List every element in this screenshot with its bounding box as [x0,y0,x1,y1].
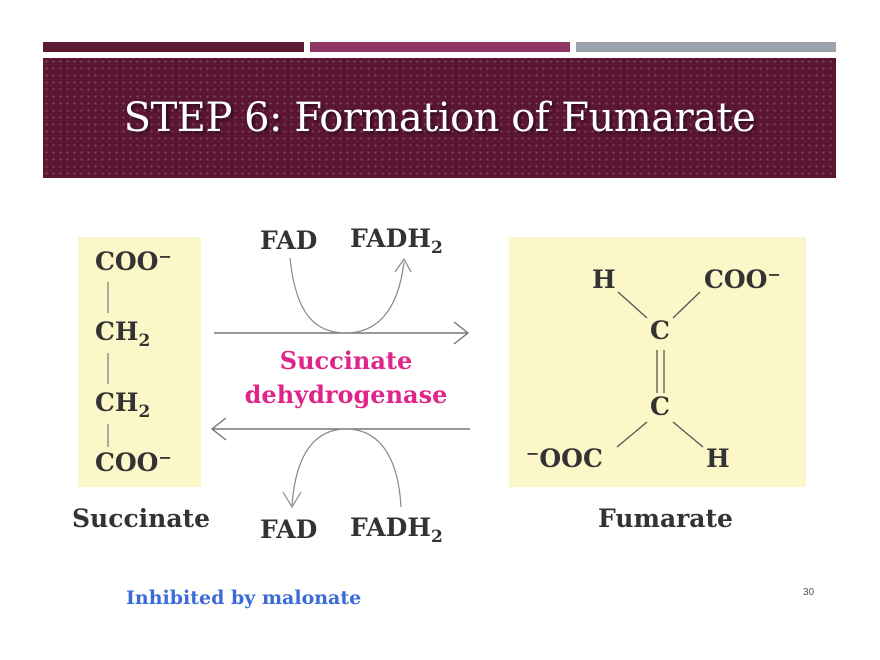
bond-c-h [672,421,704,448]
succinate-coo-bottom: COO− [95,448,172,477]
reverse-fad: FAD [260,515,318,544]
bond-h-c [617,291,648,319]
forward-fad: FAD [260,226,318,255]
bottom-cofactor-curve [282,428,402,509]
succinate-ch2-b: CH2 [95,388,151,422]
succinate-coo-top: COO− [95,247,172,276]
forward-fadh2: FADH2 [350,224,443,258]
fumarate-ooc: −OOC [526,444,603,473]
fumarate-label: Fumarate [598,504,733,533]
fumarate-h-bottom: H [706,444,730,473]
bond-c-ooc [616,421,648,448]
reverse-fadh2: FADH2 [350,513,443,547]
enzyme-line-1: Succinate [279,346,413,375]
top-cofactor-curve [289,257,412,334]
bond-coo-c [672,291,701,319]
succinate-panel [78,237,201,487]
enzyme-line-2: dehydrogenase [244,380,448,409]
succinate-label: Succinate [72,504,211,533]
accent-bar-magenta [310,42,570,52]
fumarate-c-top: C [650,316,670,345]
succinate-ch2-a: CH2 [95,317,151,351]
accent-bar-gray [576,42,836,52]
page-number: 30 [803,587,815,598]
inhibitor-note: Inhibited by malonate [126,587,362,609]
enzyme-label: Succinate dehydrogenase [230,344,462,412]
fumarate-bonds [616,291,704,448]
fumarate-coo-top: COO− [704,265,781,294]
slide-title: STEP 6: Formation of Fumarate [123,95,756,141]
fumarate-c-bottom: C [650,392,670,421]
fumarate-h-top: H [592,265,616,294]
accent-bar-dark [43,42,304,52]
title-band: STEP 6: Formation of Fumarate [43,58,836,178]
